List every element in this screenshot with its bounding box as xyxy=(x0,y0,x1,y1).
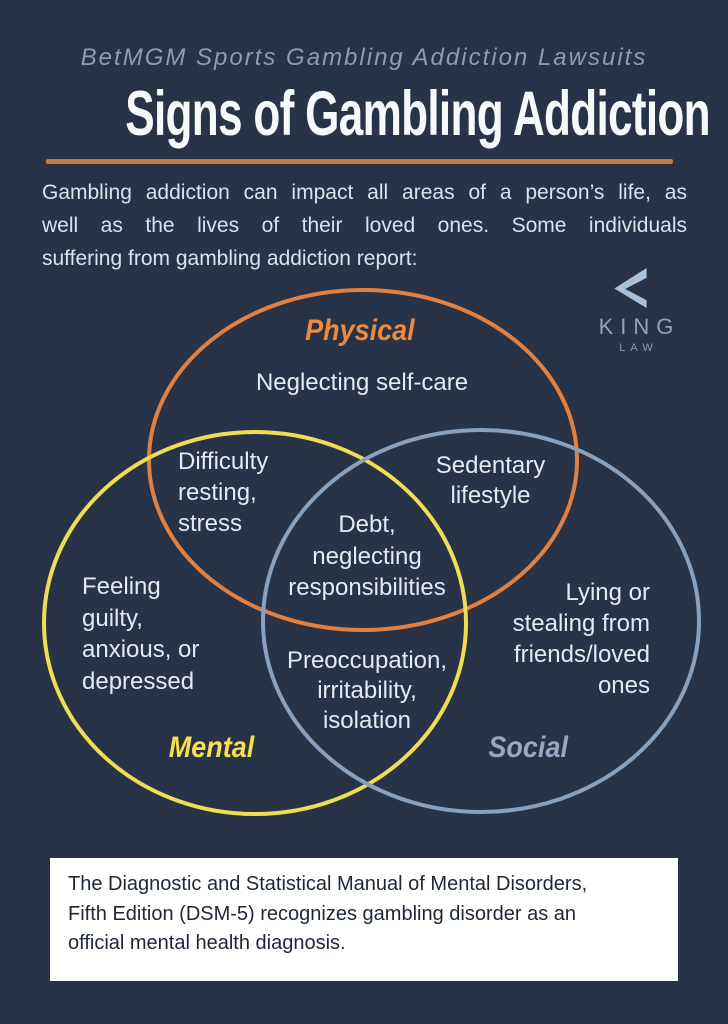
region-physical-only: Neglecting self-care xyxy=(255,369,469,396)
region-social-only: Lying or stealing from friends/loved one… xyxy=(512,579,650,699)
intro-line: Gambling addiction can impact all areas … xyxy=(42,181,687,204)
label-social-text: Social xyxy=(488,731,568,764)
intro-line: well as the lives of their loved ones. S… xyxy=(42,214,687,237)
region-mental-social: Preoccupation, irritability, isolation xyxy=(286,647,448,734)
title-underline-rule xyxy=(46,159,673,164)
logo-king-text: KING xyxy=(598,314,681,339)
circle-mental xyxy=(42,430,468,816)
logo-law-text: LAW xyxy=(619,342,658,354)
chevron-shape xyxy=(614,268,647,308)
region-physical-social: Sedentary lifestyle xyxy=(435,452,546,509)
region-physical-mental: Difficulty resting, stress xyxy=(178,448,269,537)
dsm-note-text: The Diagnostic and Statistical Manual of… xyxy=(68,873,588,954)
label-physical-text: Physical xyxy=(305,314,415,347)
circle-social xyxy=(261,428,701,814)
page-title: Signs of Gambling Addiction xyxy=(0,78,728,150)
region-mental-only: Feeling guilty, anxious, or depressed xyxy=(82,573,200,695)
page-title-text: Signs of Gambling Addiction xyxy=(125,79,710,149)
label-mental-text: Mental xyxy=(169,731,255,764)
intro-line: suffering from gambling addiction report… xyxy=(42,247,418,270)
header-subtitle: BetMGM Sports Gambling Addiction Lawsuit… xyxy=(80,44,648,71)
label-physical: Physical xyxy=(260,314,460,348)
king-law-chevron-icon xyxy=(614,268,647,308)
intro-paragraph: Gambling addiction can impact all areas … xyxy=(42,176,687,275)
label-social: Social xyxy=(448,731,608,765)
region-center-all-three: Debt, neglecting responsibilities xyxy=(288,511,446,601)
dsm-note-box: The Diagnostic and Statistical Manual of… xyxy=(50,858,678,981)
label-mental: Mental xyxy=(132,731,292,765)
